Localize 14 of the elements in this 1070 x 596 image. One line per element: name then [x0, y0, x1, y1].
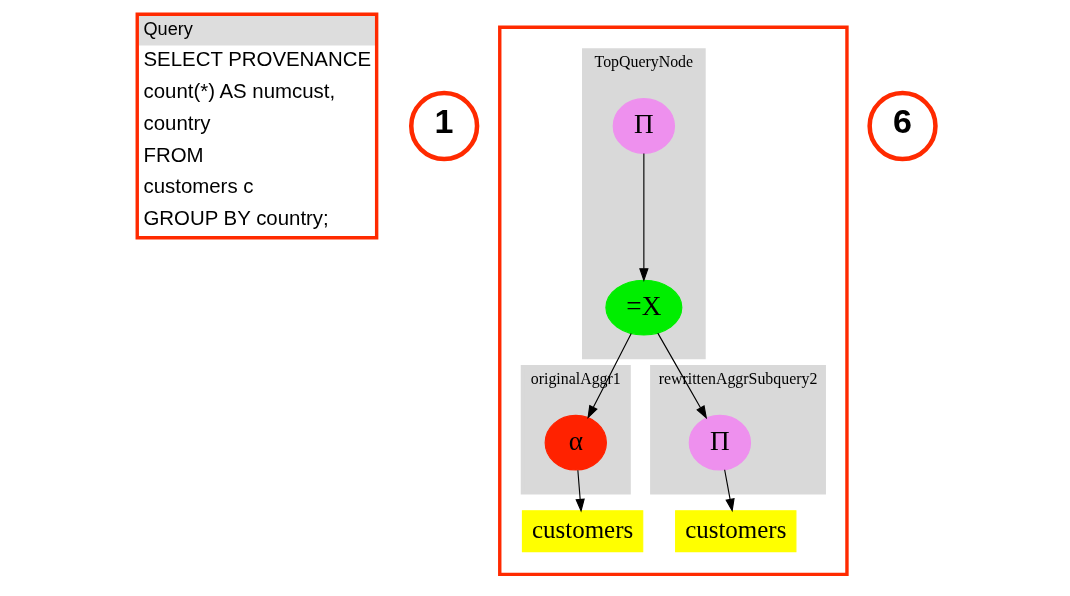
node-circle: 1 [408, 90, 479, 162]
arrow [586, 332, 632, 419]
node-ellipse: =X [604, 279, 682, 336]
node-ellipse: Π [612, 98, 675, 154]
arrow [656, 332, 707, 420]
node-circle: 6 [866, 90, 938, 162]
arrow [723, 469, 735, 513]
node-box: customers [674, 510, 796, 553]
arrow [638, 153, 649, 282]
node-ellipse: α [544, 414, 607, 471]
node-box: customers [521, 510, 643, 553]
arrow [574, 469, 585, 513]
cluster [497, 25, 849, 577]
node-ellipse: Π [688, 414, 751, 471]
